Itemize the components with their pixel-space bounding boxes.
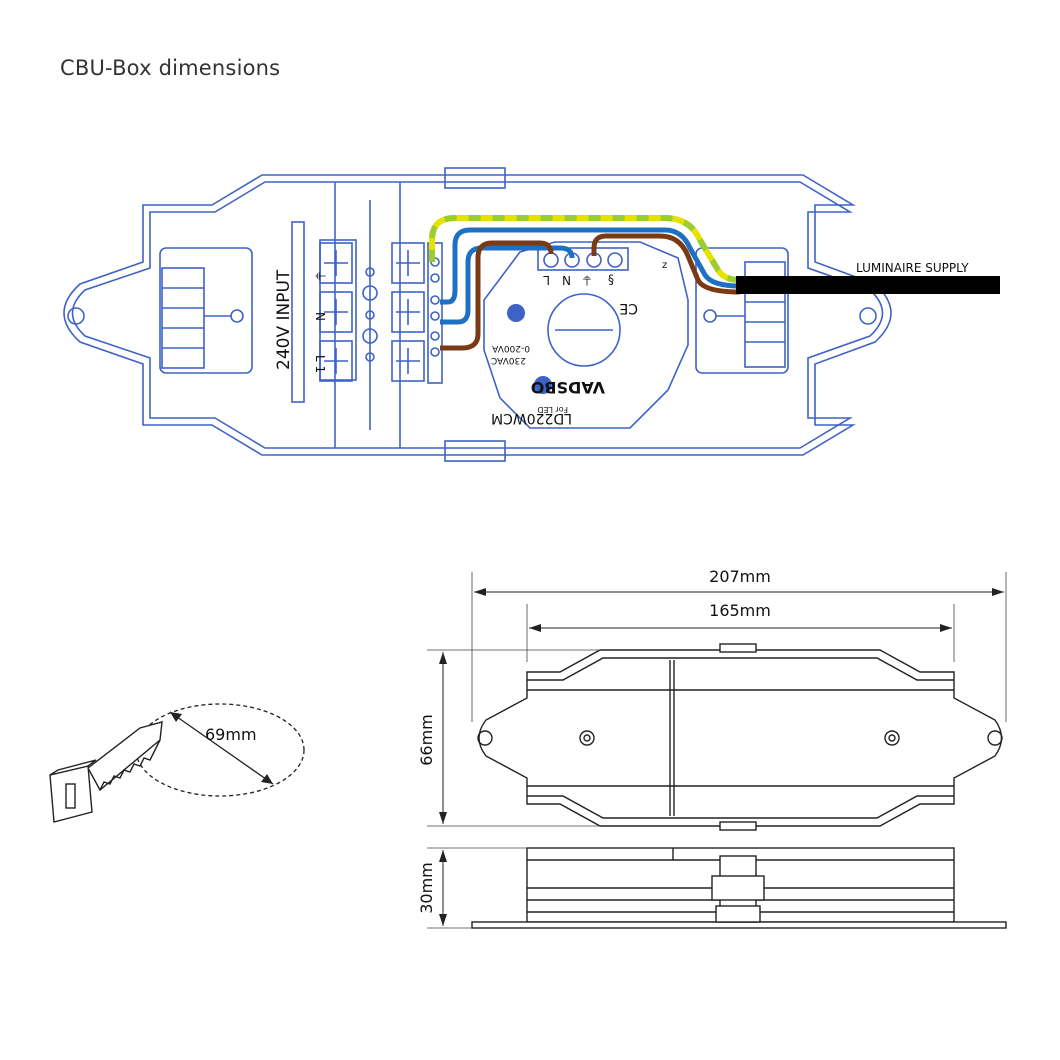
saw-detail: 69mm: [49, 703, 305, 823]
dimmer-rating: 0-200VA: [491, 343, 530, 353]
wires: [429, 215, 741, 351]
width-label: 66mm: [417, 714, 436, 766]
body-length-label: 165mm: [709, 601, 771, 620]
earth-mark: ⏚: [313, 270, 327, 282]
output-cable: [736, 276, 1000, 294]
screw-right: [703, 309, 717, 323]
cutout-ellipse: [135, 703, 305, 797]
terminal-earth: ⏚: [581, 273, 593, 287]
height-label: 30mm: [417, 862, 436, 914]
terminal-dimmed: §: [608, 273, 614, 287]
terminal-block: ⏚ N L 1: [291, 221, 443, 403]
dimmer-module: L N ⏚ § VADSBO LD220WCM For LED 0-200VA …: [483, 241, 689, 429]
live-mark: L 1: [313, 355, 327, 373]
z-mark: z: [662, 260, 667, 271]
dimmer-model: LD220WCM: [491, 410, 572, 426]
wiring-diagram: ⏚ N L 1 240V INPUT L N ⏚ § VADSBO LD220W…: [63, 167, 1000, 462]
diameter-label: 69mm: [205, 725, 257, 744]
output-label: LUMINAIRE SUPPLY: [856, 261, 969, 275]
neutral-mark: N: [313, 312, 327, 321]
screw-left: [230, 309, 244, 323]
ce-mark: CE: [619, 300, 638, 316]
page-title: CBU-Box dimensions: [60, 56, 281, 80]
side-view-drawing: 30mm: [417, 847, 1007, 929]
dimmer-sub: For LED: [537, 405, 568, 414]
top-view-drawing: 207mm 165mm 66mm: [417, 567, 1007, 831]
dimmer-knob: [547, 293, 621, 367]
input-label: 240V INPUT: [274, 269, 294, 370]
overall-length-label: 207mm: [709, 567, 771, 586]
terminal-N: N: [562, 273, 571, 287]
mount-hole-left: [67, 307, 85, 325]
mount-hole-right: [859, 307, 877, 325]
terminal-L: L: [543, 273, 550, 287]
dimmer-voltage: 230VAC: [491, 355, 526, 365]
dimmer-brand: VADSBO: [531, 378, 605, 397]
